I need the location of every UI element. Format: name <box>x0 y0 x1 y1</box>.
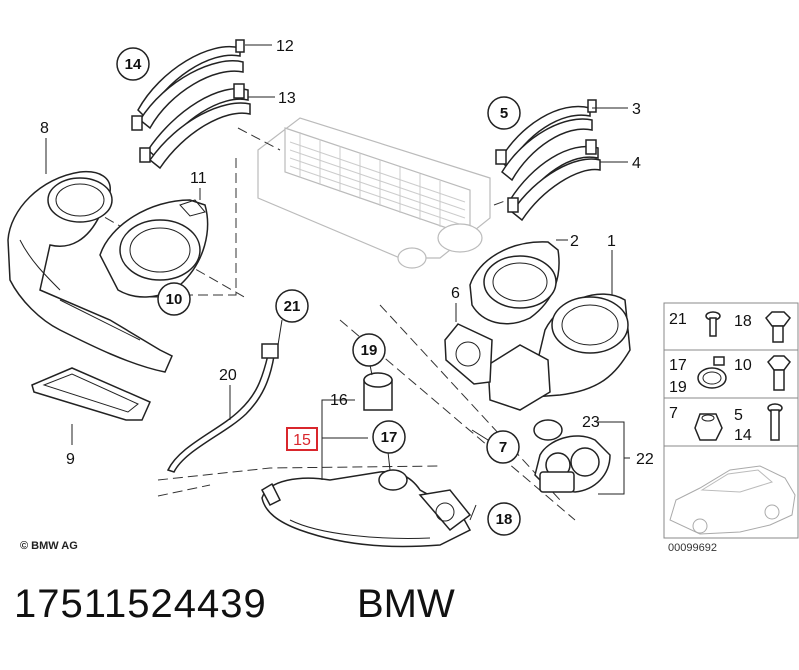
hose-clamp-12-13 <box>131 39 251 170</box>
svg-text:19: 19 <box>361 342 378 359</box>
throttle-body-22 <box>533 419 611 493</box>
label-9: 9 <box>66 451 75 468</box>
legend-10: 10 <box>734 357 752 374</box>
label-4: 4 <box>632 155 641 172</box>
svg-text:17: 17 <box>381 429 398 446</box>
callout-10: 10 <box>157 282 191 316</box>
intercooler <box>257 117 491 269</box>
label-15-highlight: 15 <box>286 427 318 451</box>
screw-icon <box>705 311 721 337</box>
flange-nut-icon <box>694 413 723 441</box>
intake-pipe-15 <box>261 469 472 548</box>
hose-clamp-icon <box>697 356 727 389</box>
label-22: 22 <box>636 451 654 468</box>
legend-5: 5 <box>734 407 743 424</box>
hex-bolt-icon-2 <box>767 355 791 391</box>
label-8: 8 <box>40 120 49 137</box>
svg-text:10: 10 <box>166 291 183 308</box>
svg-text:15: 15 <box>293 432 311 449</box>
svg-text:14: 14 <box>125 56 142 73</box>
leader-lines <box>45 44 630 521</box>
gasket-6 <box>444 323 493 385</box>
label-13: 13 <box>278 90 296 107</box>
label-20: 20 <box>219 367 237 384</box>
hose-boot-11 <box>99 199 209 298</box>
sleeve-16 <box>363 372 393 411</box>
label-3: 3 <box>632 101 641 118</box>
label-16: 16 <box>330 392 348 409</box>
tube-20 <box>166 343 279 473</box>
label-23: 23 <box>582 414 600 431</box>
callout-21: 21 <box>275 289 309 323</box>
callout-18: 18 <box>487 502 521 536</box>
label-11: 11 <box>190 170 207 187</box>
document-id: 00099692 <box>668 542 717 554</box>
charge-pipe-1 <box>487 293 631 411</box>
legend-18: 18 <box>734 313 752 330</box>
label-6: 6 <box>451 285 460 302</box>
copyright-text: © BMW AG <box>20 540 78 552</box>
air-duct-8 <box>7 170 173 373</box>
svg-text:7: 7 <box>499 439 507 456</box>
gasket-9 <box>31 367 151 421</box>
hose-boot-2 <box>469 241 560 325</box>
svg-text:18: 18 <box>496 511 513 528</box>
part-number: 17511524439 <box>14 582 267 626</box>
callout-17: 17 <box>372 420 406 454</box>
hex-bolt-icon <box>765 311 791 343</box>
brand-name: BMW <box>357 582 455 626</box>
svg-text:5: 5 <box>500 105 508 122</box>
hardware-legend: 21 18 17 19 10 7 5 14 <box>663 302 799 539</box>
label-2: 2 <box>570 233 579 250</box>
callout-5: 5 <box>487 96 521 130</box>
label-12: 12 <box>276 38 294 55</box>
label-1: 1 <box>607 233 616 250</box>
svg-text:21: 21 <box>284 298 301 315</box>
callout-19: 19 <box>352 333 386 367</box>
callout-7: 7 <box>486 430 520 464</box>
legend-17: 17 <box>669 357 687 374</box>
car-silhouette-icon <box>669 465 796 535</box>
legend-14: 14 <box>734 427 752 444</box>
long-bolt-icon <box>767 403 783 441</box>
legend-21: 21 <box>669 311 687 328</box>
hose-clamp-3-4 <box>495 99 601 222</box>
legend-19: 19 <box>669 379 687 396</box>
legend-7: 7 <box>669 405 678 422</box>
callout-14: 14 <box>116 47 150 81</box>
